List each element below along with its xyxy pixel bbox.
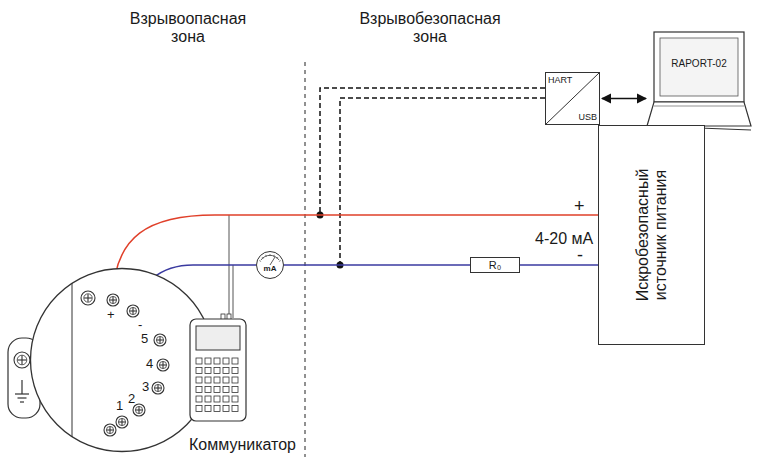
screw [157,359,169,371]
resistor-label: R₀ [470,259,520,272]
signal-wire [113,215,598,300]
screw [107,294,119,306]
screw [152,382,164,394]
zone-label: Взрывоопасная зона [128,10,248,47]
node-outline [30,268,214,452]
hart-tap-wire [340,98,545,265]
modem-label: HART [548,75,572,85]
hart-tap-wire [320,88,545,215]
power-supply-label: Искробезопасный источник питания [634,169,670,302]
screw [116,416,128,428]
meter-label: mA [256,264,284,273]
zone-label: Взрывобезопасная зона [350,10,510,47]
resistor-symbol: R₀ [470,257,520,273]
signal-label: - [577,245,583,266]
signal-label: 4-20 мА [535,230,593,248]
ammeter: mA [256,251,284,279]
zone-divider [305,62,306,457]
communicator-lead [233,265,234,318]
hart-communicator: Коммуникатор [160,312,325,455]
transmitter-housing: + -5 4 321 [30,268,214,452]
node-outline [648,30,752,135]
terminal-label: 2 [128,392,135,407]
screw [154,334,166,346]
screw [127,305,139,317]
signal-wire [520,264,598,266]
screw [14,352,30,368]
ground-symbol [15,380,29,402]
screw [81,291,95,305]
screw [104,424,116,436]
terminal-label: + [107,308,115,323]
data-link-arrow [602,98,646,99]
terminal-label: 1 [116,399,123,414]
screen-label: RAPORT-02 [660,58,738,70]
hart-usb-modem: HART USB [545,72,600,125]
terminal-label: 5 [141,332,148,347]
modem-label: USB [578,112,597,122]
signal-wire [284,264,470,266]
terminal-label: - [138,318,142,333]
laptop: RAPORT-02 [648,30,752,135]
signal-label: + [574,196,585,217]
terminal-label: 4 [146,357,153,372]
node-outline [160,312,325,455]
communicator-lead [229,215,230,318]
terminal-label: 3 [142,380,149,395]
communicator-label: Коммуникатор [160,436,325,454]
power-supply-box: Искробезопасный источник питания [598,125,705,345]
